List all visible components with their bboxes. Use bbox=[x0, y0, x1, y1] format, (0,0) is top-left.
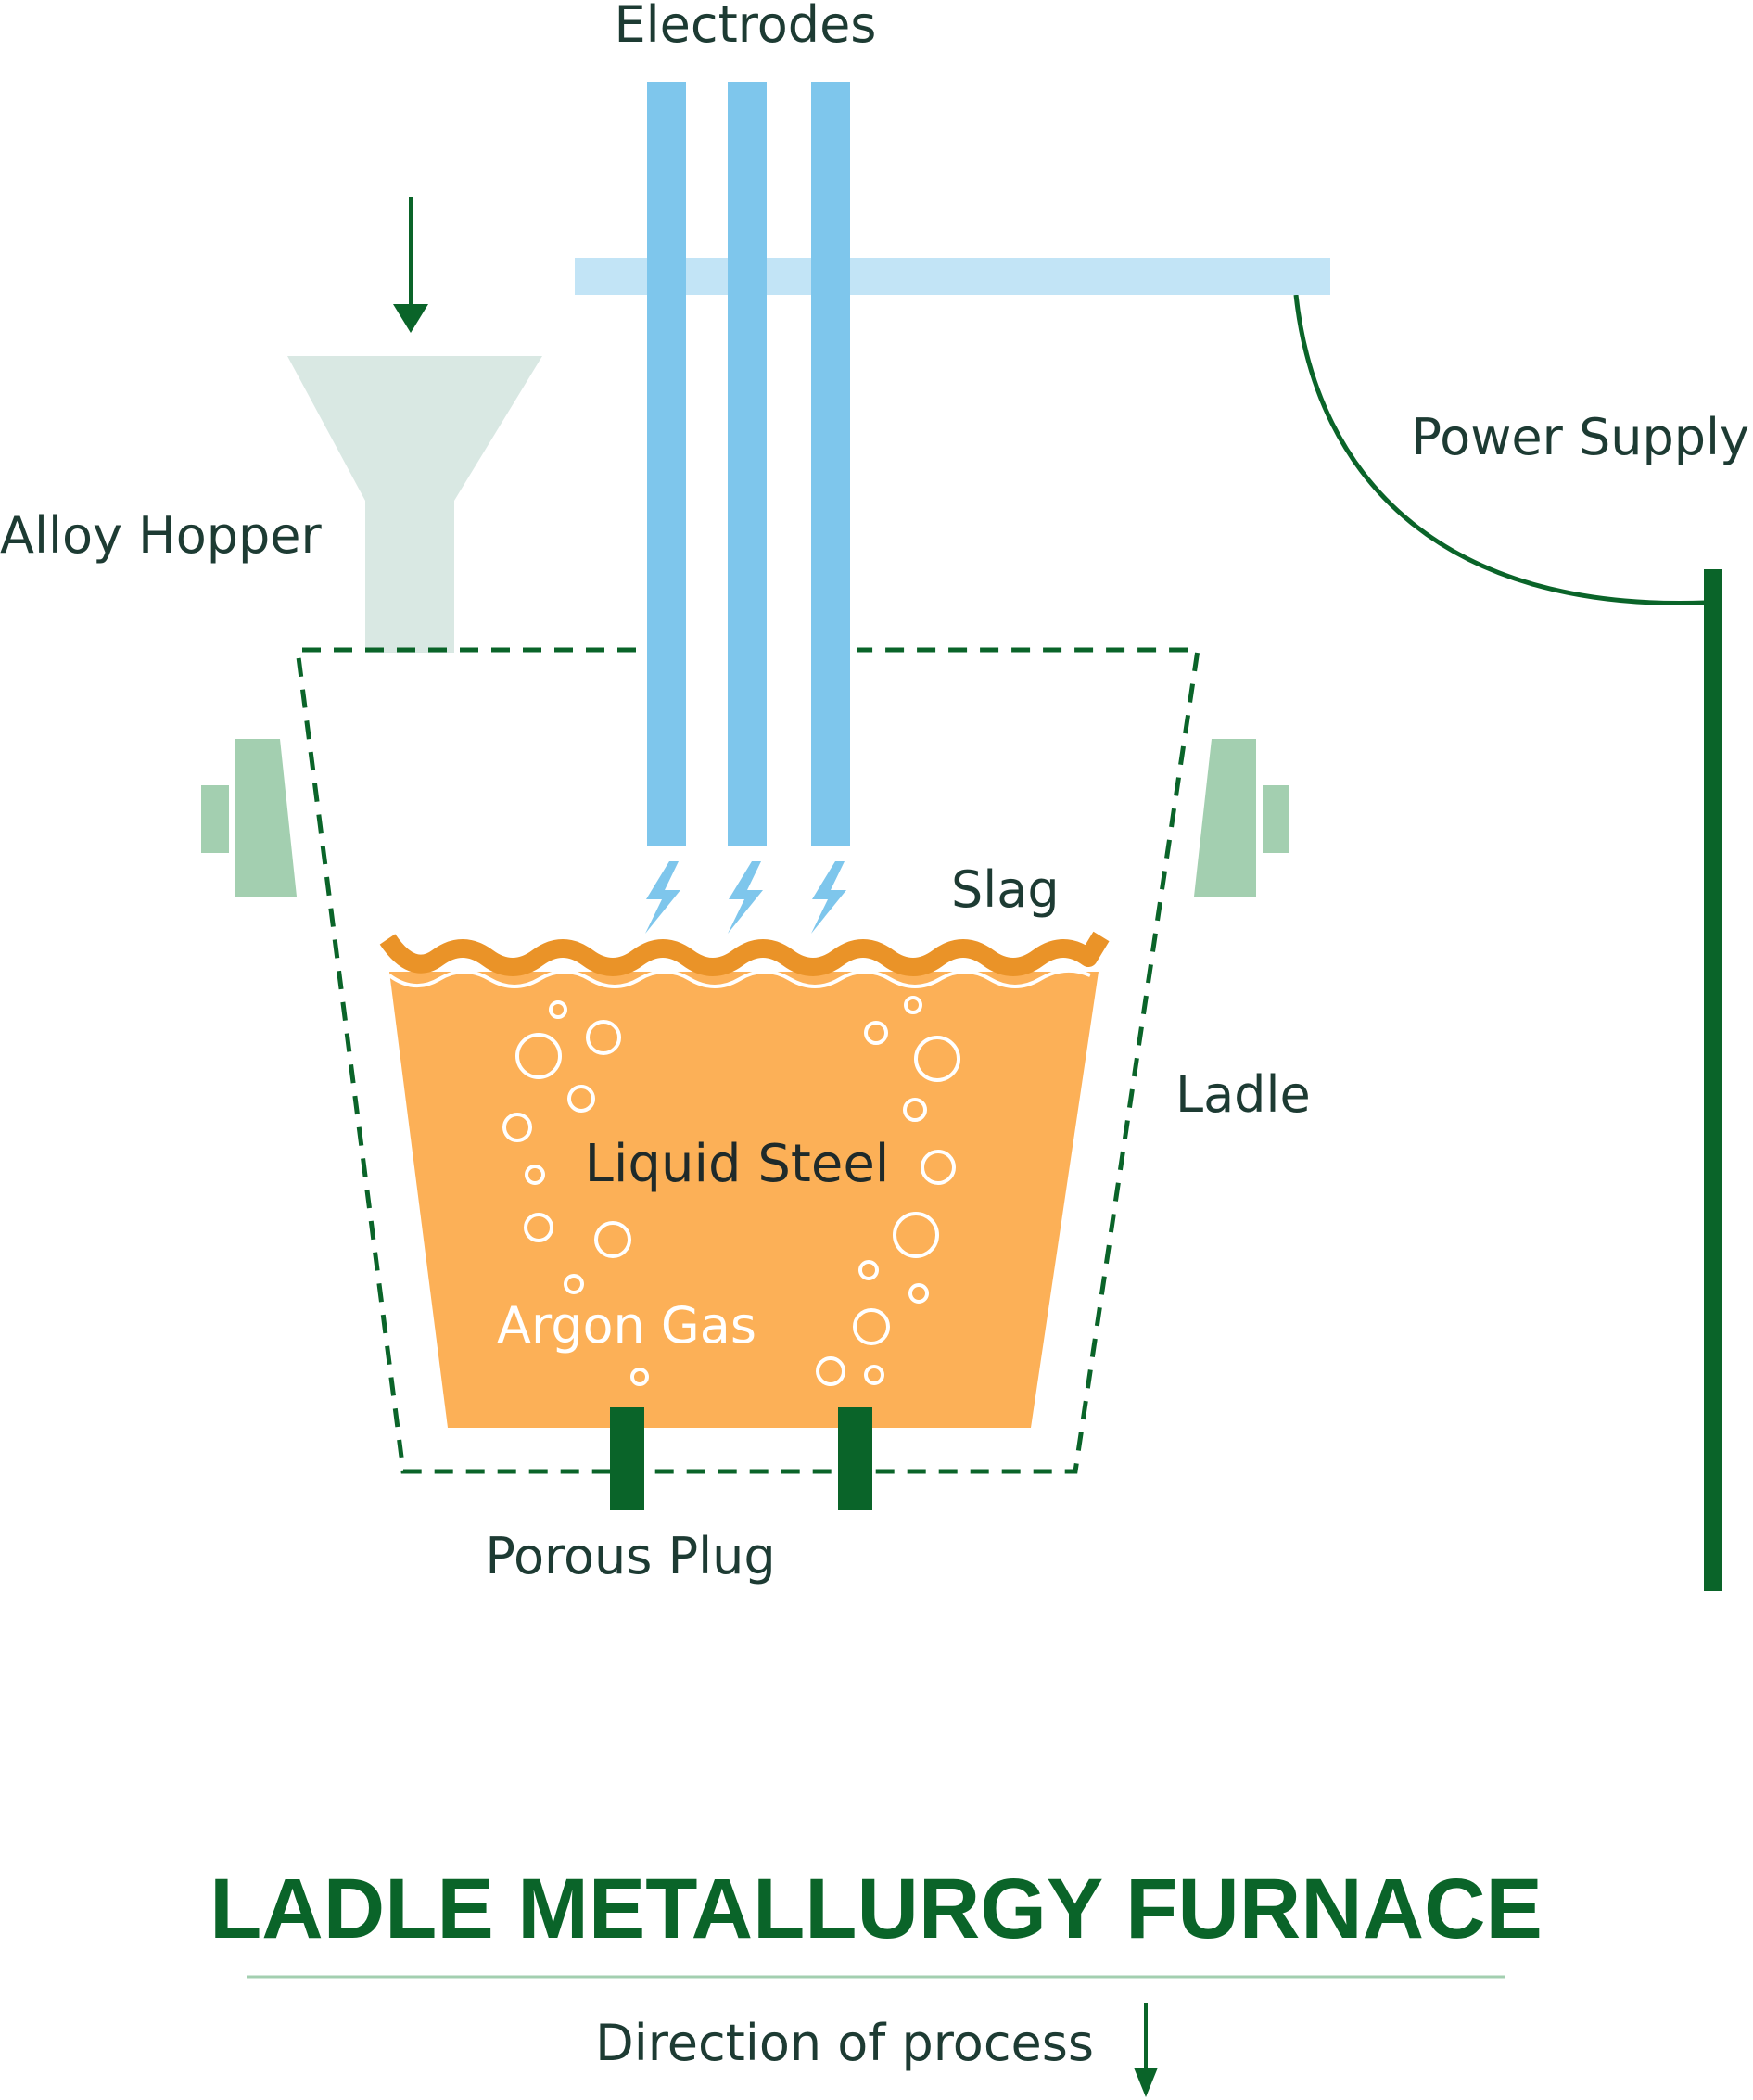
argon-bubble bbox=[564, 1274, 584, 1294]
argon-bubble bbox=[594, 1221, 631, 1258]
alloy-hopper-label: Alloy Hopper bbox=[0, 506, 323, 565]
argon-bubble bbox=[903, 1098, 927, 1122]
argon-bubble bbox=[524, 1213, 553, 1242]
electrode-arm bbox=[575, 258, 1330, 295]
diagram-title: LADLE METALLURGY FURNACE bbox=[210, 1862, 1543, 1956]
electrode-1 bbox=[647, 82, 686, 846]
argon-bubble bbox=[586, 1020, 621, 1055]
right-clamp bbox=[1194, 739, 1289, 897]
slag-layer bbox=[379, 931, 1110, 976]
argon-bubble bbox=[549, 1000, 567, 1019]
hopper-feed-arrow-head bbox=[393, 304, 428, 333]
argon-bubbles bbox=[502, 996, 960, 1386]
lightning-icon bbox=[728, 861, 763, 934]
argon-bubble bbox=[853, 1308, 890, 1345]
liquid-steel-label: Liquid Steel bbox=[585, 1134, 890, 1194]
electrodes-label: Electrodes bbox=[615, 0, 877, 54]
argon-bubble bbox=[567, 1085, 595, 1113]
argon-bubble bbox=[816, 1356, 845, 1386]
power-supply-label: Power Supply bbox=[1412, 408, 1749, 466]
electrode-2 bbox=[728, 82, 767, 846]
slag-steel-boundary bbox=[387, 968, 1091, 988]
lightning-icon bbox=[645, 861, 680, 934]
alloy-hopper bbox=[287, 356, 542, 653]
argon-bubble bbox=[904, 996, 922, 1014]
ladle-label: Ladle bbox=[1175, 1065, 1311, 1124]
argon-bubble bbox=[515, 1033, 562, 1079]
direction-arrow-head-icon bbox=[1134, 2068, 1158, 2097]
argon-bubble bbox=[858, 1260, 879, 1280]
argon-bubble bbox=[525, 1165, 545, 1185]
electrode-3 bbox=[811, 82, 850, 846]
ladle-outline bbox=[295, 647, 1200, 1474]
porous-plug-label: Porous Plug bbox=[485, 1527, 775, 1585]
argon-bubble bbox=[630, 1368, 649, 1386]
argon-bubble bbox=[914, 1036, 960, 1082]
power-supply-cable bbox=[1293, 294, 1707, 605]
porous-plug-right bbox=[838, 1407, 872, 1510]
argon-gas-label: Argon Gas bbox=[497, 1296, 756, 1355]
porous-plug-left bbox=[610, 1407, 644, 1510]
power-supply-pole bbox=[1704, 569, 1722, 1591]
argon-bubble bbox=[864, 1365, 884, 1385]
liquid-steel-body bbox=[389, 972, 1099, 1428]
argon-bubble bbox=[893, 1212, 939, 1258]
direction-legend-label: Direction of process bbox=[595, 2014, 1094, 2072]
argon-bubble bbox=[921, 1150, 956, 1185]
lightning-icon bbox=[811, 861, 846, 934]
argon-bubble bbox=[502, 1113, 532, 1142]
argon-bubble bbox=[908, 1283, 929, 1304]
left-clamp bbox=[201, 739, 297, 897]
argon-bubble bbox=[864, 1021, 888, 1045]
slag-label: Slag bbox=[951, 860, 1060, 919]
